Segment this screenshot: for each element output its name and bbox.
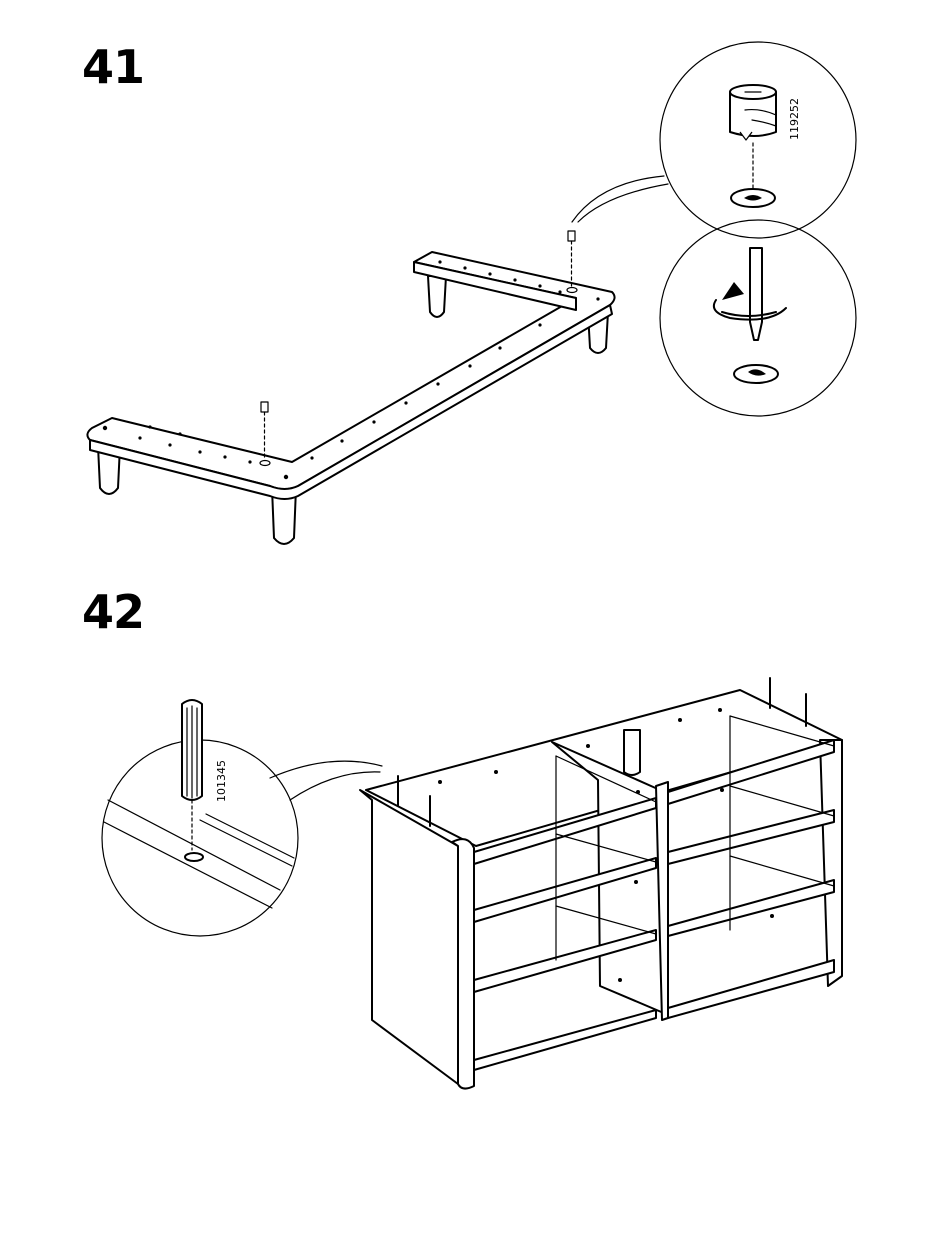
cam-part-code: 119252 — [788, 98, 801, 140]
dowel-part-code: 101345 — [215, 760, 228, 802]
step-42-cabinet-frame — [360, 678, 842, 1089]
leg-back-left — [428, 276, 446, 317]
frame-top — [87, 252, 614, 489]
detail-circle-cam-insert: 119252 — [660, 42, 856, 238]
detail-circle-dowel: 101345 — [102, 700, 382, 936]
detail-circle-screwdriver — [660, 220, 856, 416]
step-41-base-frame — [87, 176, 668, 544]
